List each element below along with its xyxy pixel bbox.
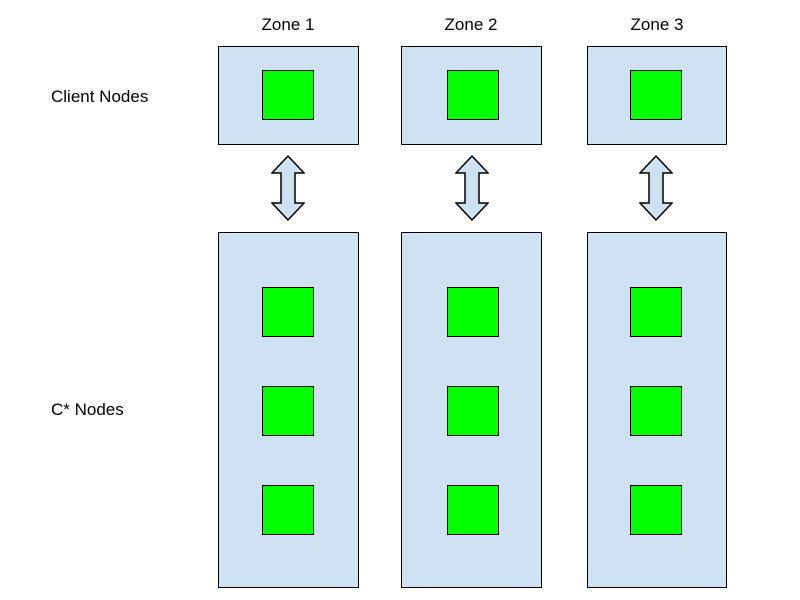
cstar-node <box>630 287 682 337</box>
client-node <box>630 70 682 120</box>
cstar-node <box>630 386 682 436</box>
cstar-node <box>447 485 499 535</box>
zone-2-cstar-panel <box>401 232 542 588</box>
zone-3-client-panel <box>587 46 727 145</box>
zone-3-title: Zone 3 <box>630 15 684 34</box>
zone-1-client-panel <box>218 46 359 145</box>
cstar-node <box>262 287 314 337</box>
zone-2-title: Zone 2 <box>444 15 498 34</box>
client-node <box>447 70 499 120</box>
client-node <box>262 70 314 120</box>
client-nodes-label: Client Nodes <box>51 87 149 106</box>
zone-3-cstar-panel <box>587 232 727 588</box>
cstar-node <box>447 386 499 436</box>
cstar-node <box>262 485 314 535</box>
cstar-node <box>262 386 314 436</box>
bidirectional-arrow-icon <box>639 155 673 221</box>
bidirectional-arrow-icon <box>455 155 489 221</box>
cstar-node <box>447 287 499 337</box>
zone-1-cstar-panel <box>218 232 359 588</box>
cstar-nodes-label: C* Nodes <box>51 400 124 419</box>
zone-1-title: Zone 1 <box>261 15 315 34</box>
zone-2-client-panel <box>401 46 542 145</box>
bidirectional-arrow-icon <box>271 155 305 221</box>
cstar-node <box>630 485 682 535</box>
